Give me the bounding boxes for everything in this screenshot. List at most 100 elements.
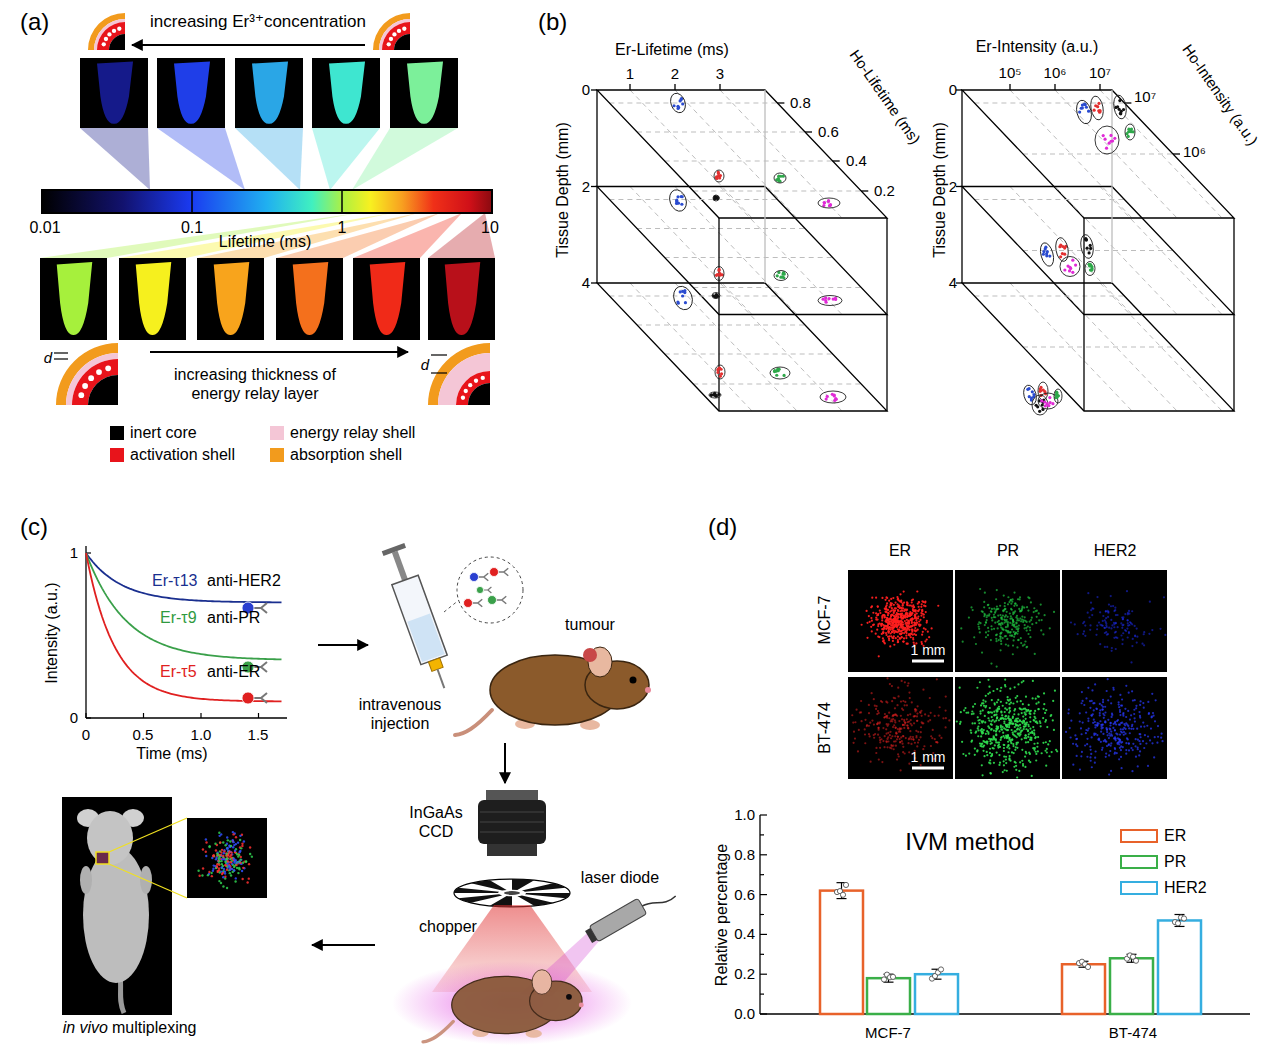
panel-d-art bbox=[996, 589, 998, 591]
panel-c-art bbox=[504, 743, 506, 783]
mouse-photo bbox=[222, 876, 224, 878]
panel-d-art bbox=[880, 700, 882, 702]
panel-d-art bbox=[994, 612, 996, 614]
panel-d-art bbox=[1017, 713, 1019, 715]
panel-d-art bbox=[921, 634, 923, 636]
nanoparticle-icon bbox=[468, 383, 490, 405]
chopper bbox=[522, 883, 566, 892]
panel-b-art bbox=[675, 187, 797, 315]
mouse-photo bbox=[237, 872, 239, 874]
panel-d-art bbox=[1033, 611, 1035, 613]
panel-d-art bbox=[1016, 628, 1018, 630]
panel-d-art bbox=[983, 601, 985, 603]
panel-d-art bbox=[996, 701, 998, 703]
panel-b-art bbox=[1109, 134, 1112, 137]
panel-b-art bbox=[1041, 403, 1044, 406]
panel-d-art bbox=[886, 617, 888, 619]
panel-d-art bbox=[890, 747, 892, 749]
panel-d-art bbox=[1007, 596, 1009, 598]
panel-b-art bbox=[827, 200, 830, 203]
panel-d-art bbox=[1006, 638, 1008, 640]
panel-d-art bbox=[1006, 696, 1008, 698]
mouse-photo bbox=[207, 874, 209, 876]
panel-d-art bbox=[894, 735, 896, 737]
panel-b-art bbox=[1048, 254, 1051, 257]
panel-d-art bbox=[920, 712, 922, 714]
panel-d-art bbox=[931, 737, 933, 739]
panel-d-art bbox=[921, 610, 923, 612]
panel-b-art bbox=[1097, 102, 1100, 105]
panel-d-art bbox=[897, 687, 899, 689]
panel-b-art bbox=[714, 170, 724, 182]
mouse-photo bbox=[198, 875, 200, 877]
panel-b-art bbox=[1009, 84, 1010, 90]
panel-d-art bbox=[907, 627, 909, 629]
panel-b-art bbox=[1032, 393, 1035, 396]
panel-a-art bbox=[428, 258, 495, 340]
panel-d-art bbox=[1107, 633, 1109, 635]
panel-d-art bbox=[1014, 602, 1016, 604]
mouse-photo bbox=[230, 854, 232, 856]
panel-d-art bbox=[1012, 653, 1014, 655]
panel-b-art bbox=[670, 284, 695, 313]
panel-b-art bbox=[1068, 266, 1071, 269]
panel-d-art bbox=[1088, 616, 1090, 618]
panel-d-art bbox=[1012, 619, 1014, 621]
panel-d-art bbox=[897, 621, 899, 623]
panel-d-art bbox=[970, 606, 972, 608]
panel-d-art bbox=[1001, 616, 1003, 618]
panel-d-art bbox=[990, 662, 992, 664]
panel-d-art bbox=[877, 723, 879, 725]
panel-d-art bbox=[934, 738, 936, 740]
panel-d-art bbox=[897, 598, 899, 600]
mouse-photo bbox=[236, 867, 238, 869]
panel-d-art bbox=[905, 608, 907, 610]
panel-d-art bbox=[1000, 632, 1002, 634]
panel-d-art bbox=[1015, 622, 1017, 624]
panel-d-art bbox=[962, 641, 964, 643]
panel-d-art bbox=[901, 621, 903, 623]
panel-d-art bbox=[912, 738, 914, 740]
nanoparticle bbox=[476, 586, 483, 593]
panel-d-art bbox=[1005, 715, 1007, 717]
panel-d-art bbox=[912, 739, 914, 741]
panel-d-art bbox=[885, 740, 887, 742]
panel-d-art bbox=[1070, 621, 1072, 623]
panel-d-art bbox=[910, 738, 912, 740]
panel-d-art bbox=[898, 720, 900, 722]
panel-d-art bbox=[901, 610, 903, 612]
panel-d-art bbox=[871, 605, 873, 607]
panel-d-art bbox=[1011, 598, 1013, 600]
nanoparticle-icon bbox=[72, 359, 118, 405]
panel-b-art bbox=[675, 283, 797, 411]
mouse-photo bbox=[220, 882, 222, 884]
panel-d-art bbox=[1111, 647, 1113, 649]
panel-d-art bbox=[1074, 623, 1076, 625]
panel-d-art bbox=[987, 604, 989, 606]
panel-d-art bbox=[1083, 630, 1085, 632]
panel-d-art bbox=[897, 605, 899, 607]
panel-d-art bbox=[877, 623, 879, 625]
panel-d-art bbox=[897, 736, 899, 738]
panel-d-art bbox=[915, 735, 917, 737]
panel-d-art bbox=[895, 637, 897, 639]
panel-d-art bbox=[1001, 623, 1003, 625]
panel-d-art bbox=[879, 736, 881, 738]
panel-d-art bbox=[990, 625, 992, 627]
panel-d-art bbox=[1127, 613, 1129, 615]
panel-d-art bbox=[897, 635, 899, 637]
panel-b-art bbox=[718, 176, 721, 179]
panel-d-art bbox=[895, 745, 897, 747]
panel-d-art bbox=[1009, 618, 1011, 620]
panel-d-art bbox=[1113, 622, 1115, 624]
panel-b-art bbox=[1026, 388, 1029, 391]
panel-d-art bbox=[866, 610, 868, 612]
panel-d-art bbox=[868, 733, 870, 735]
panel-d-art bbox=[902, 709, 904, 711]
panel-b-art bbox=[1131, 130, 1134, 133]
panel-d-art bbox=[1111, 650, 1113, 652]
panel-d-art bbox=[924, 601, 926, 603]
nanoparticle-icon bbox=[389, 37, 393, 41]
mouse-photo bbox=[224, 859, 226, 861]
nanoparticle-icon bbox=[56, 343, 118, 405]
